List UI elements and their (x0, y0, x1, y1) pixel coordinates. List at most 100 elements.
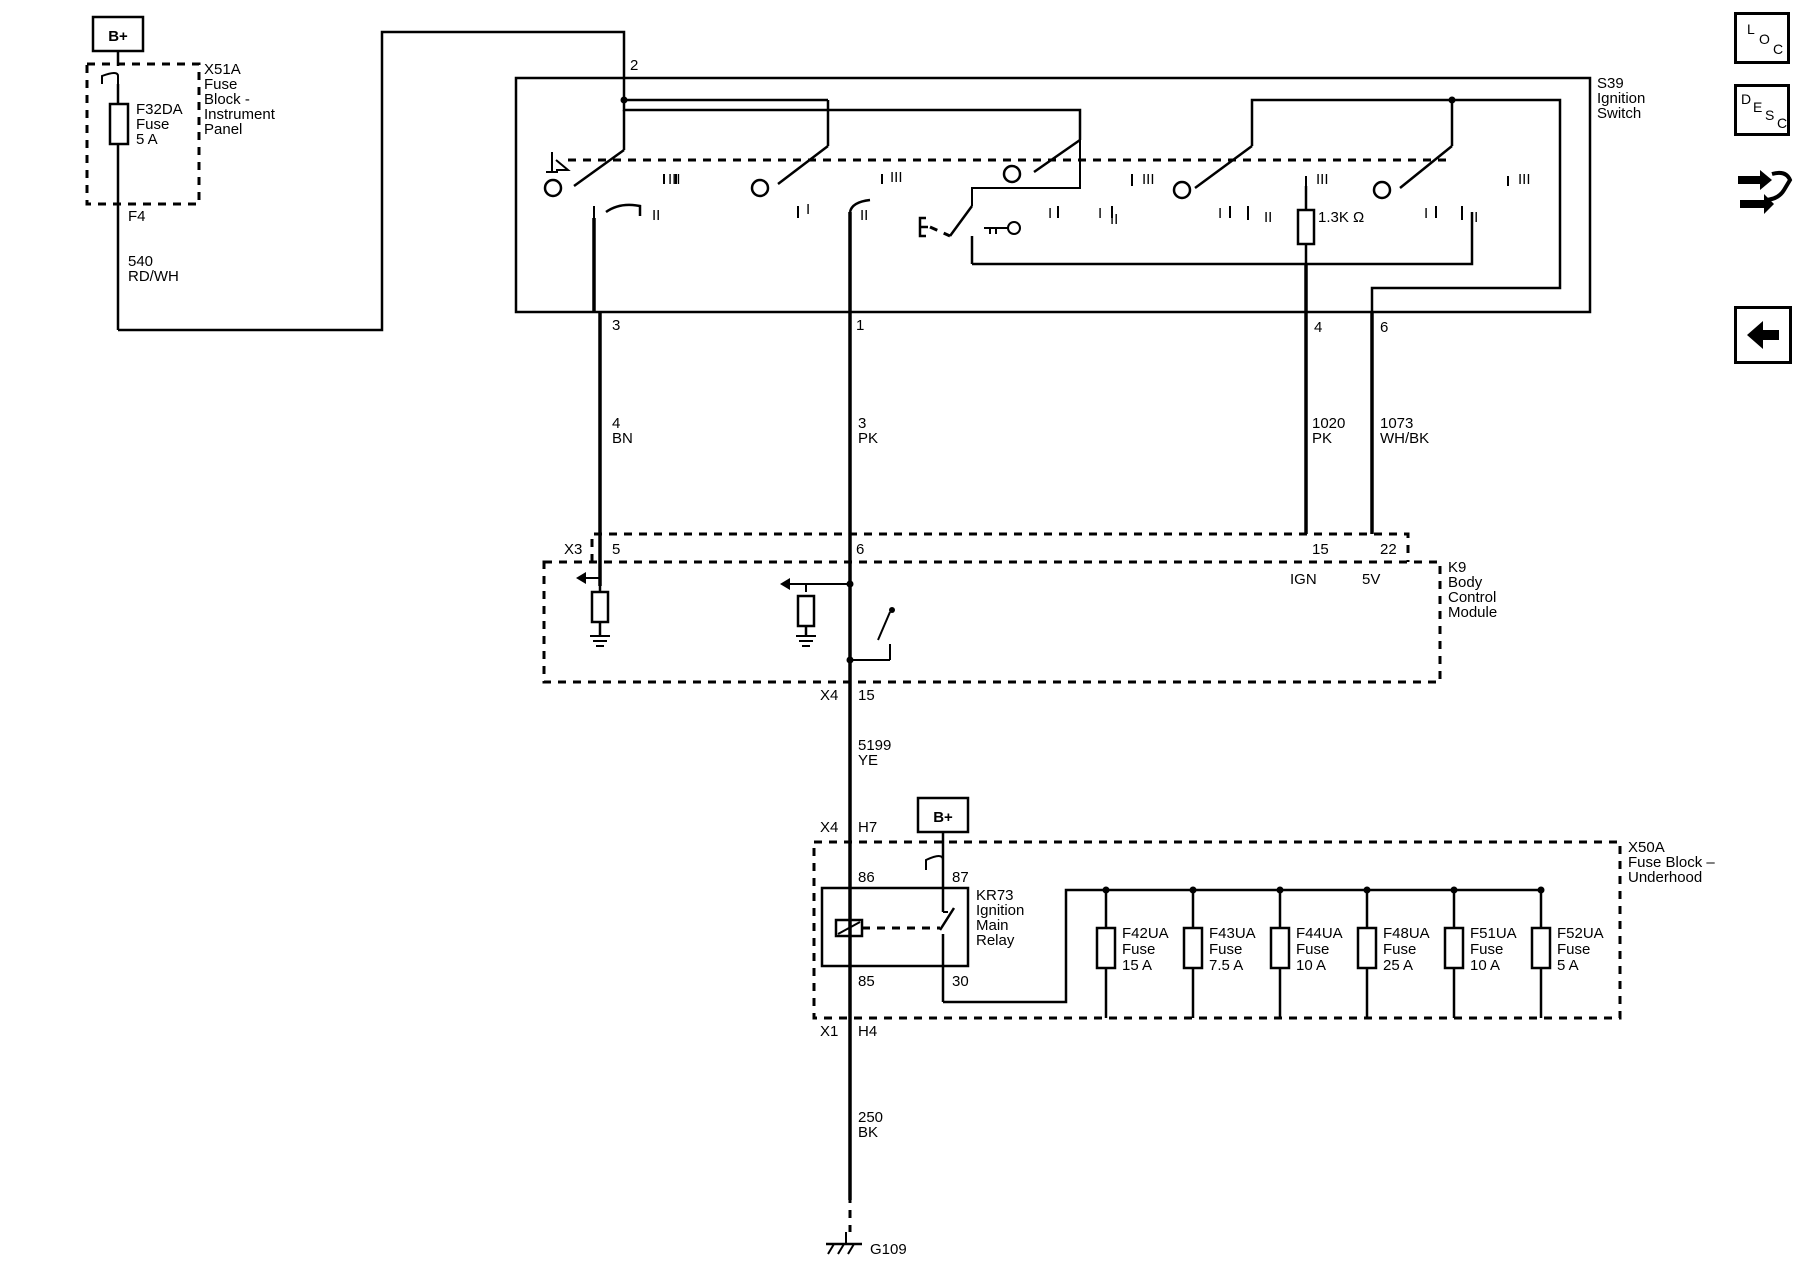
svg-text:III: III (1518, 171, 1531, 188)
s39-id: S39 (1597, 75, 1624, 92)
ign-label: IGN (1290, 571, 1317, 588)
relay-pin85: 85 (858, 973, 875, 990)
fuse-type: Fuse (1383, 941, 1416, 958)
x51a-line2: Block - (204, 91, 250, 108)
svg-text:III: III (668, 171, 681, 188)
switch-pin6: 6 (1380, 319, 1388, 336)
wire250-number: 250 (858, 1109, 883, 1126)
g109-label: G109 (870, 1241, 907, 1258)
description-button[interactable]: D E S C (1734, 84, 1790, 136)
connector-icon[interactable] (1734, 160, 1794, 220)
wire5199-number: 5199 (858, 737, 891, 754)
kr73-id: KR73 (976, 887, 1014, 904)
key-icon (984, 221, 1021, 235)
svg-text:III: III (1142, 171, 1155, 188)
x1-pin-h4: H4 (858, 1023, 877, 1040)
wire250-color: BK (858, 1124, 878, 1141)
wire1073-number: 1073 (1380, 415, 1413, 432)
relay-pin87: 87 (952, 869, 969, 886)
f32da-fuse (108, 102, 130, 146)
x51a-line1: Fuse (204, 76, 237, 93)
k9-id: K9 (1448, 559, 1466, 576)
fuse-rating: 5 A (1557, 957, 1579, 974)
x3-connector-outline (590, 532, 1410, 562)
back-button[interactable] (1734, 306, 1792, 364)
back-arrow-icon (1747, 321, 1779, 349)
location-button[interactable]: L O C (1734, 12, 1790, 64)
loc-letter-l: L (1747, 21, 1755, 37)
x51a-line3: Instrument (204, 106, 276, 123)
x4-pin-h7: H7 (858, 819, 877, 836)
relay-pin30: 30 (952, 973, 969, 990)
s39-ignition-switch-outline (514, 76, 1592, 314)
switch-contacts: II III I II III I I II III I II III I II… (593, 169, 1531, 228)
bplus-relay-label: B+ (933, 809, 953, 826)
wire3-number: 3 (858, 415, 866, 432)
k9-line3: Module (1448, 604, 1497, 621)
bplus-top-block: B+ (91, 15, 145, 53)
s39-line2: Switch (1597, 105, 1641, 122)
svg-text:I: I (1048, 205, 1052, 222)
fuse-type: Fuse (1470, 941, 1503, 958)
relay-pin86: 86 (858, 869, 875, 886)
wire3-color: PK (858, 430, 878, 447)
loc-letter-o: O (1759, 31, 1770, 47)
resistor-label: 1.3K Ω (1318, 209, 1364, 226)
desc-letter-c: C (1777, 115, 1788, 131)
wire540-number: 540 (128, 253, 153, 270)
5v-label: 5V (1362, 571, 1380, 588)
x51a-fuse-block-outline (85, 62, 201, 206)
svg-text:II: II (860, 207, 868, 224)
svg-text:III: III (890, 169, 903, 186)
x4-pin15: 15 (858, 687, 875, 704)
wire4-number: 4 (612, 415, 620, 432)
f32da-name: F32DA (136, 101, 183, 118)
ground-icon (796, 635, 816, 647)
svg-text:I: I (1424, 205, 1428, 222)
x3-label: X3 (564, 541, 582, 558)
svg-text:I: I (806, 201, 810, 218)
k9-line1: Body (1448, 574, 1483, 591)
desc-letter-s: S (1765, 107, 1775, 123)
fuse-rating: 15 A (1122, 957, 1152, 974)
kr73-line3: Relay (976, 932, 1015, 949)
fuse-rating: 7.5 A (1209, 957, 1243, 974)
k9-line2: Control (1448, 589, 1496, 606)
x50a-line1: Fuse Block – (1628, 854, 1715, 871)
svg-text:II: II (652, 207, 660, 224)
k9-body-control-module-outline (542, 560, 1442, 684)
f32da-type: Fuse (136, 116, 169, 133)
wire1020-color: PK (1312, 430, 1332, 447)
x50a-id: X50A (1628, 839, 1665, 856)
x51a-id: X51A (204, 61, 241, 78)
wire-540 (118, 30, 626, 332)
x3-pin5: 5 (612, 541, 620, 558)
pin2-label: 2 (630, 57, 638, 74)
wire4-color: BN (612, 430, 633, 447)
wire1020-number: 1020 (1312, 415, 1345, 432)
x50a-line2: Underhood (1628, 869, 1702, 886)
fuse-name: F44UA (1296, 925, 1343, 942)
pin-f4-label: F4 (128, 208, 146, 225)
kr73-line2: Main (976, 917, 1009, 934)
wire5199-color: YE (858, 752, 878, 769)
svg-text:II: II (1110, 211, 1118, 228)
svg-text:I: I (1098, 205, 1102, 222)
fuse-name: F48UA (1383, 925, 1430, 942)
switch-pin4: 4 (1314, 319, 1322, 336)
f32da-rating: 5 A (136, 131, 158, 148)
svg-text:I: I (1218, 205, 1222, 222)
ground-icon (590, 635, 610, 647)
loc-letter-c: C (1773, 41, 1784, 57)
fuse-type: Fuse (1296, 941, 1329, 958)
x51a-line4: Panel (204, 121, 242, 138)
svg-text:II: II (1264, 209, 1272, 226)
x3-pin22: 22 (1380, 541, 1397, 558)
resistor-1k3 (1296, 208, 1316, 246)
kr73-line1: Ignition (976, 902, 1024, 919)
